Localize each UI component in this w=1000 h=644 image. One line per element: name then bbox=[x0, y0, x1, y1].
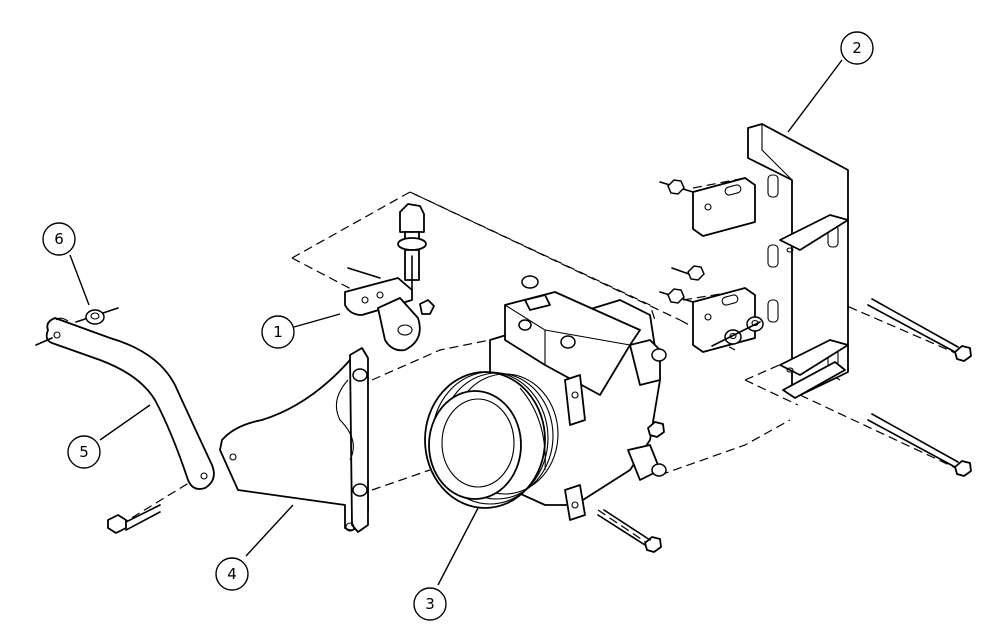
svg-text:3: 3 bbox=[425, 595, 435, 613]
callout-6: 6 bbox=[42, 222, 76, 256]
adjusting-arm-part bbox=[35, 317, 215, 490]
svg-text:4: 4 bbox=[227, 565, 237, 583]
callout-4: 4 bbox=[215, 557, 249, 591]
svg-text:5: 5 bbox=[79, 443, 89, 461]
callout-leaders bbox=[69, 59, 843, 586]
svg-text:1: 1 bbox=[273, 323, 283, 341]
bracket-part bbox=[344, 267, 421, 352]
mounting-plate-part bbox=[692, 123, 849, 399]
svg-text:6: 6 bbox=[54, 230, 64, 248]
svg-text:2: 2 bbox=[852, 39, 862, 57]
spacer-part bbox=[75, 307, 119, 325]
callout-1: 1 bbox=[261, 315, 295, 349]
callout-5: 5 bbox=[67, 435, 101, 469]
callout-2: 2 bbox=[840, 31, 874, 65]
top-bolt bbox=[397, 203, 427, 291]
callout-3: 3 bbox=[413, 587, 447, 621]
compressor-part bbox=[424, 275, 667, 521]
hardware-nuts bbox=[659, 179, 764, 347]
support-bracket-part bbox=[219, 347, 369, 533]
hardware-bolts bbox=[107, 298, 972, 553]
